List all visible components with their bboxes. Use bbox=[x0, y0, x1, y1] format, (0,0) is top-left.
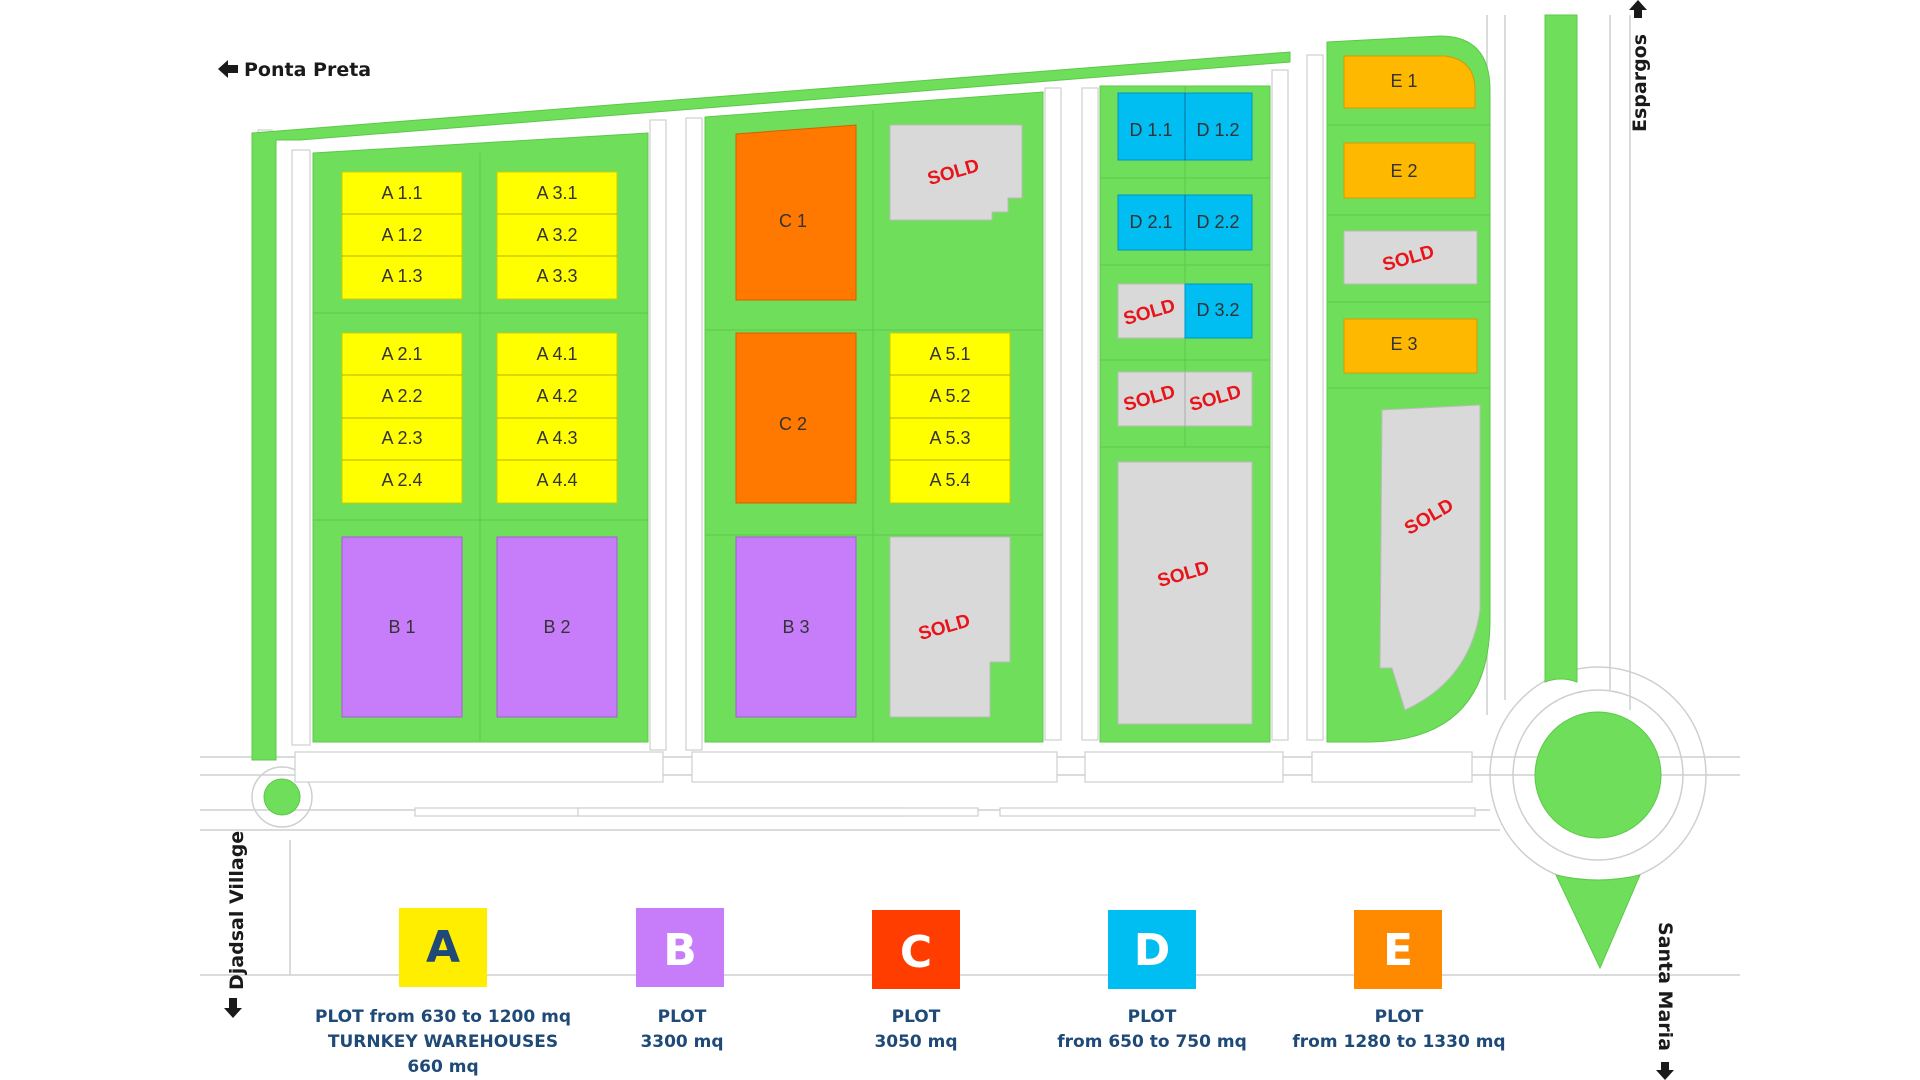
plot-group-a3: A 3.1 A 3.2 A 3.3 bbox=[496, 171, 618, 300]
plot-label: A 5.3 bbox=[929, 428, 970, 448]
legend-letter: D bbox=[1134, 925, 1171, 976]
legend-letter: E bbox=[1383, 925, 1413, 976]
plot-b3[interactable] bbox=[735, 536, 857, 718]
plot-label: D 1.2 bbox=[1196, 120, 1239, 140]
plot-label: E 1 bbox=[1390, 71, 1417, 91]
plot-label: B 1 bbox=[388, 617, 415, 637]
plot-b2[interactable] bbox=[496, 536, 618, 718]
legend-description: TURNKEY WAREHOUSES bbox=[328, 1032, 558, 1052]
plot-label: A 4.2 bbox=[536, 386, 577, 406]
plot-sold-bottom[interactable] bbox=[889, 536, 1011, 718]
legend-item-d: D PLOT from 650 to 750 mq bbox=[1057, 910, 1247, 1052]
plot-label: A 5.2 bbox=[929, 386, 970, 406]
legend-item-c: C PLOT 3050 mq bbox=[872, 910, 960, 1052]
direction-label: Santa Maria bbox=[1654, 922, 1676, 1051]
plot-c2[interactable] bbox=[735, 332, 857, 504]
plot-label: B 2 bbox=[543, 617, 570, 637]
plot-group-a2: A 2.1 A 2.2 A 2.3 A 2.4 bbox=[341, 332, 463, 504]
plot-label: B 3 bbox=[782, 617, 809, 637]
plot-a3[interactable] bbox=[496, 171, 618, 300]
legend-swatch-b bbox=[636, 908, 724, 987]
plot-label: D 2.2 bbox=[1196, 212, 1239, 232]
plot-label: A 1.3 bbox=[381, 266, 422, 286]
plot-label: A 4.3 bbox=[536, 428, 577, 448]
plots-c: C 1 C 2 bbox=[735, 124, 857, 504]
plot-d3-1-sold[interactable] bbox=[1117, 283, 1186, 339]
legend-swatch-e bbox=[1354, 910, 1442, 989]
legend-description: from 1280 to 1330 mq bbox=[1292, 1032, 1505, 1052]
plot-label: A 3.3 bbox=[536, 266, 577, 286]
direction-label: Djadsal Village bbox=[226, 831, 248, 990]
legend-item-b: B PLOT 3300 mq bbox=[636, 908, 724, 1052]
plot-label: A 4.1 bbox=[536, 344, 577, 364]
legend-description: 3050 mq bbox=[874, 1032, 957, 1052]
plot-e-sold[interactable] bbox=[1343, 230, 1478, 285]
legend-description: PLOT bbox=[1128, 1007, 1177, 1027]
plot-label: A 2.4 bbox=[381, 470, 422, 490]
plot-label: A 3.2 bbox=[536, 225, 577, 245]
plot-label: C 1 bbox=[779, 211, 807, 231]
sold-plots-block2 bbox=[889, 124, 1023, 718]
legend-description: PLOT from 630 to 1200 mq bbox=[315, 1007, 571, 1027]
legend-description: 660 mq bbox=[407, 1057, 478, 1077]
legend-swatch-c bbox=[872, 910, 960, 989]
legend-description: 3300 mq bbox=[640, 1032, 723, 1052]
plots-e: E 1 E 2 E 3 bbox=[1343, 55, 1481, 711]
arrow-up-icon bbox=[1629, 0, 1647, 18]
legend-description: PLOT bbox=[658, 1007, 707, 1027]
plot-label: A 5.1 bbox=[929, 344, 970, 364]
plot-label: A 4.4 bbox=[536, 470, 577, 490]
legend: A PLOT from 630 to 1200 mq TURNKEY WAREH… bbox=[315, 908, 1506, 1077]
legend-description: PLOT bbox=[892, 1007, 941, 1027]
direction-label: Espargos bbox=[1629, 34, 1651, 132]
plots-b: B 1 B 2 B 3 bbox=[341, 536, 857, 718]
plot-e-large-sold[interactable] bbox=[1379, 404, 1481, 711]
direction-ponta-preta: Ponta Preta bbox=[218, 59, 371, 81]
plot-label: C 2 bbox=[779, 414, 807, 434]
arrow-down-icon bbox=[1656, 1062, 1674, 1080]
plot-label: A 3.1 bbox=[536, 183, 577, 203]
plot-e2[interactable] bbox=[1343, 142, 1476, 199]
plot-group-a1: A 1.1 A 1.2 A 1.3 bbox=[341, 171, 463, 300]
plot-e1[interactable] bbox=[1343, 55, 1476, 109]
legend-item-e: E PLOT from 1280 to 1330 mq bbox=[1292, 910, 1506, 1052]
plot-label: D 2.1 bbox=[1129, 212, 1172, 232]
direction-djadsal-village: Djadsal Village bbox=[224, 831, 248, 1018]
plot-label: A 5.4 bbox=[929, 470, 970, 490]
legend-item-a: A PLOT from 630 to 1200 mq TURNKEY WAREH… bbox=[315, 908, 571, 1077]
plot-group-a4: A 4.1 A 4.2 A 4.3 A 4.4 bbox=[496, 332, 618, 504]
legend-description: from 650 to 750 mq bbox=[1057, 1032, 1247, 1052]
plot-label: A 2.3 bbox=[381, 428, 422, 448]
plot-c1[interactable] bbox=[735, 124, 857, 301]
plot-label: A 2.1 bbox=[381, 344, 422, 364]
plot-label: A 1.2 bbox=[381, 225, 422, 245]
legend-letter: A bbox=[426, 922, 460, 973]
plot-label: A 1.1 bbox=[381, 183, 422, 203]
plot-label: E 2 bbox=[1390, 161, 1417, 181]
plot-label: D 3.2 bbox=[1196, 300, 1239, 320]
plot-label: A 2.2 bbox=[381, 386, 422, 406]
plot-sold-top[interactable] bbox=[889, 124, 1023, 221]
legend-letter: B bbox=[663, 925, 697, 976]
plot-e3[interactable] bbox=[1343, 318, 1478, 374]
arrow-down-icon bbox=[224, 998, 242, 1018]
plots-d: D 1.1 D 1.2 D 2.1 D 2.2 D 3.2 bbox=[1117, 92, 1253, 725]
direction-santa-maria: Santa Maria bbox=[1654, 922, 1676, 1080]
plot-label: D 1.1 bbox=[1129, 120, 1172, 140]
plot-a1[interactable] bbox=[341, 171, 463, 300]
plot-b1[interactable] bbox=[341, 536, 463, 718]
plot-group-a5: A 5.1 A 5.2 A 5.3 A 5.4 bbox=[889, 332, 1011, 504]
plot-d3-2[interactable] bbox=[1184, 283, 1253, 339]
legend-description: PLOT bbox=[1375, 1007, 1424, 1027]
plot-label: E 3 bbox=[1390, 334, 1417, 354]
arrow-left-icon bbox=[218, 60, 238, 78]
plot-d5-sold[interactable] bbox=[1117, 461, 1253, 725]
legend-letter: C bbox=[900, 927, 932, 978]
direction-espargos: Espargos bbox=[1629, 0, 1651, 132]
direction-label: Ponta Preta bbox=[244, 59, 371, 81]
legend-swatch-d bbox=[1108, 910, 1196, 989]
legend-swatch-a bbox=[399, 908, 487, 987]
